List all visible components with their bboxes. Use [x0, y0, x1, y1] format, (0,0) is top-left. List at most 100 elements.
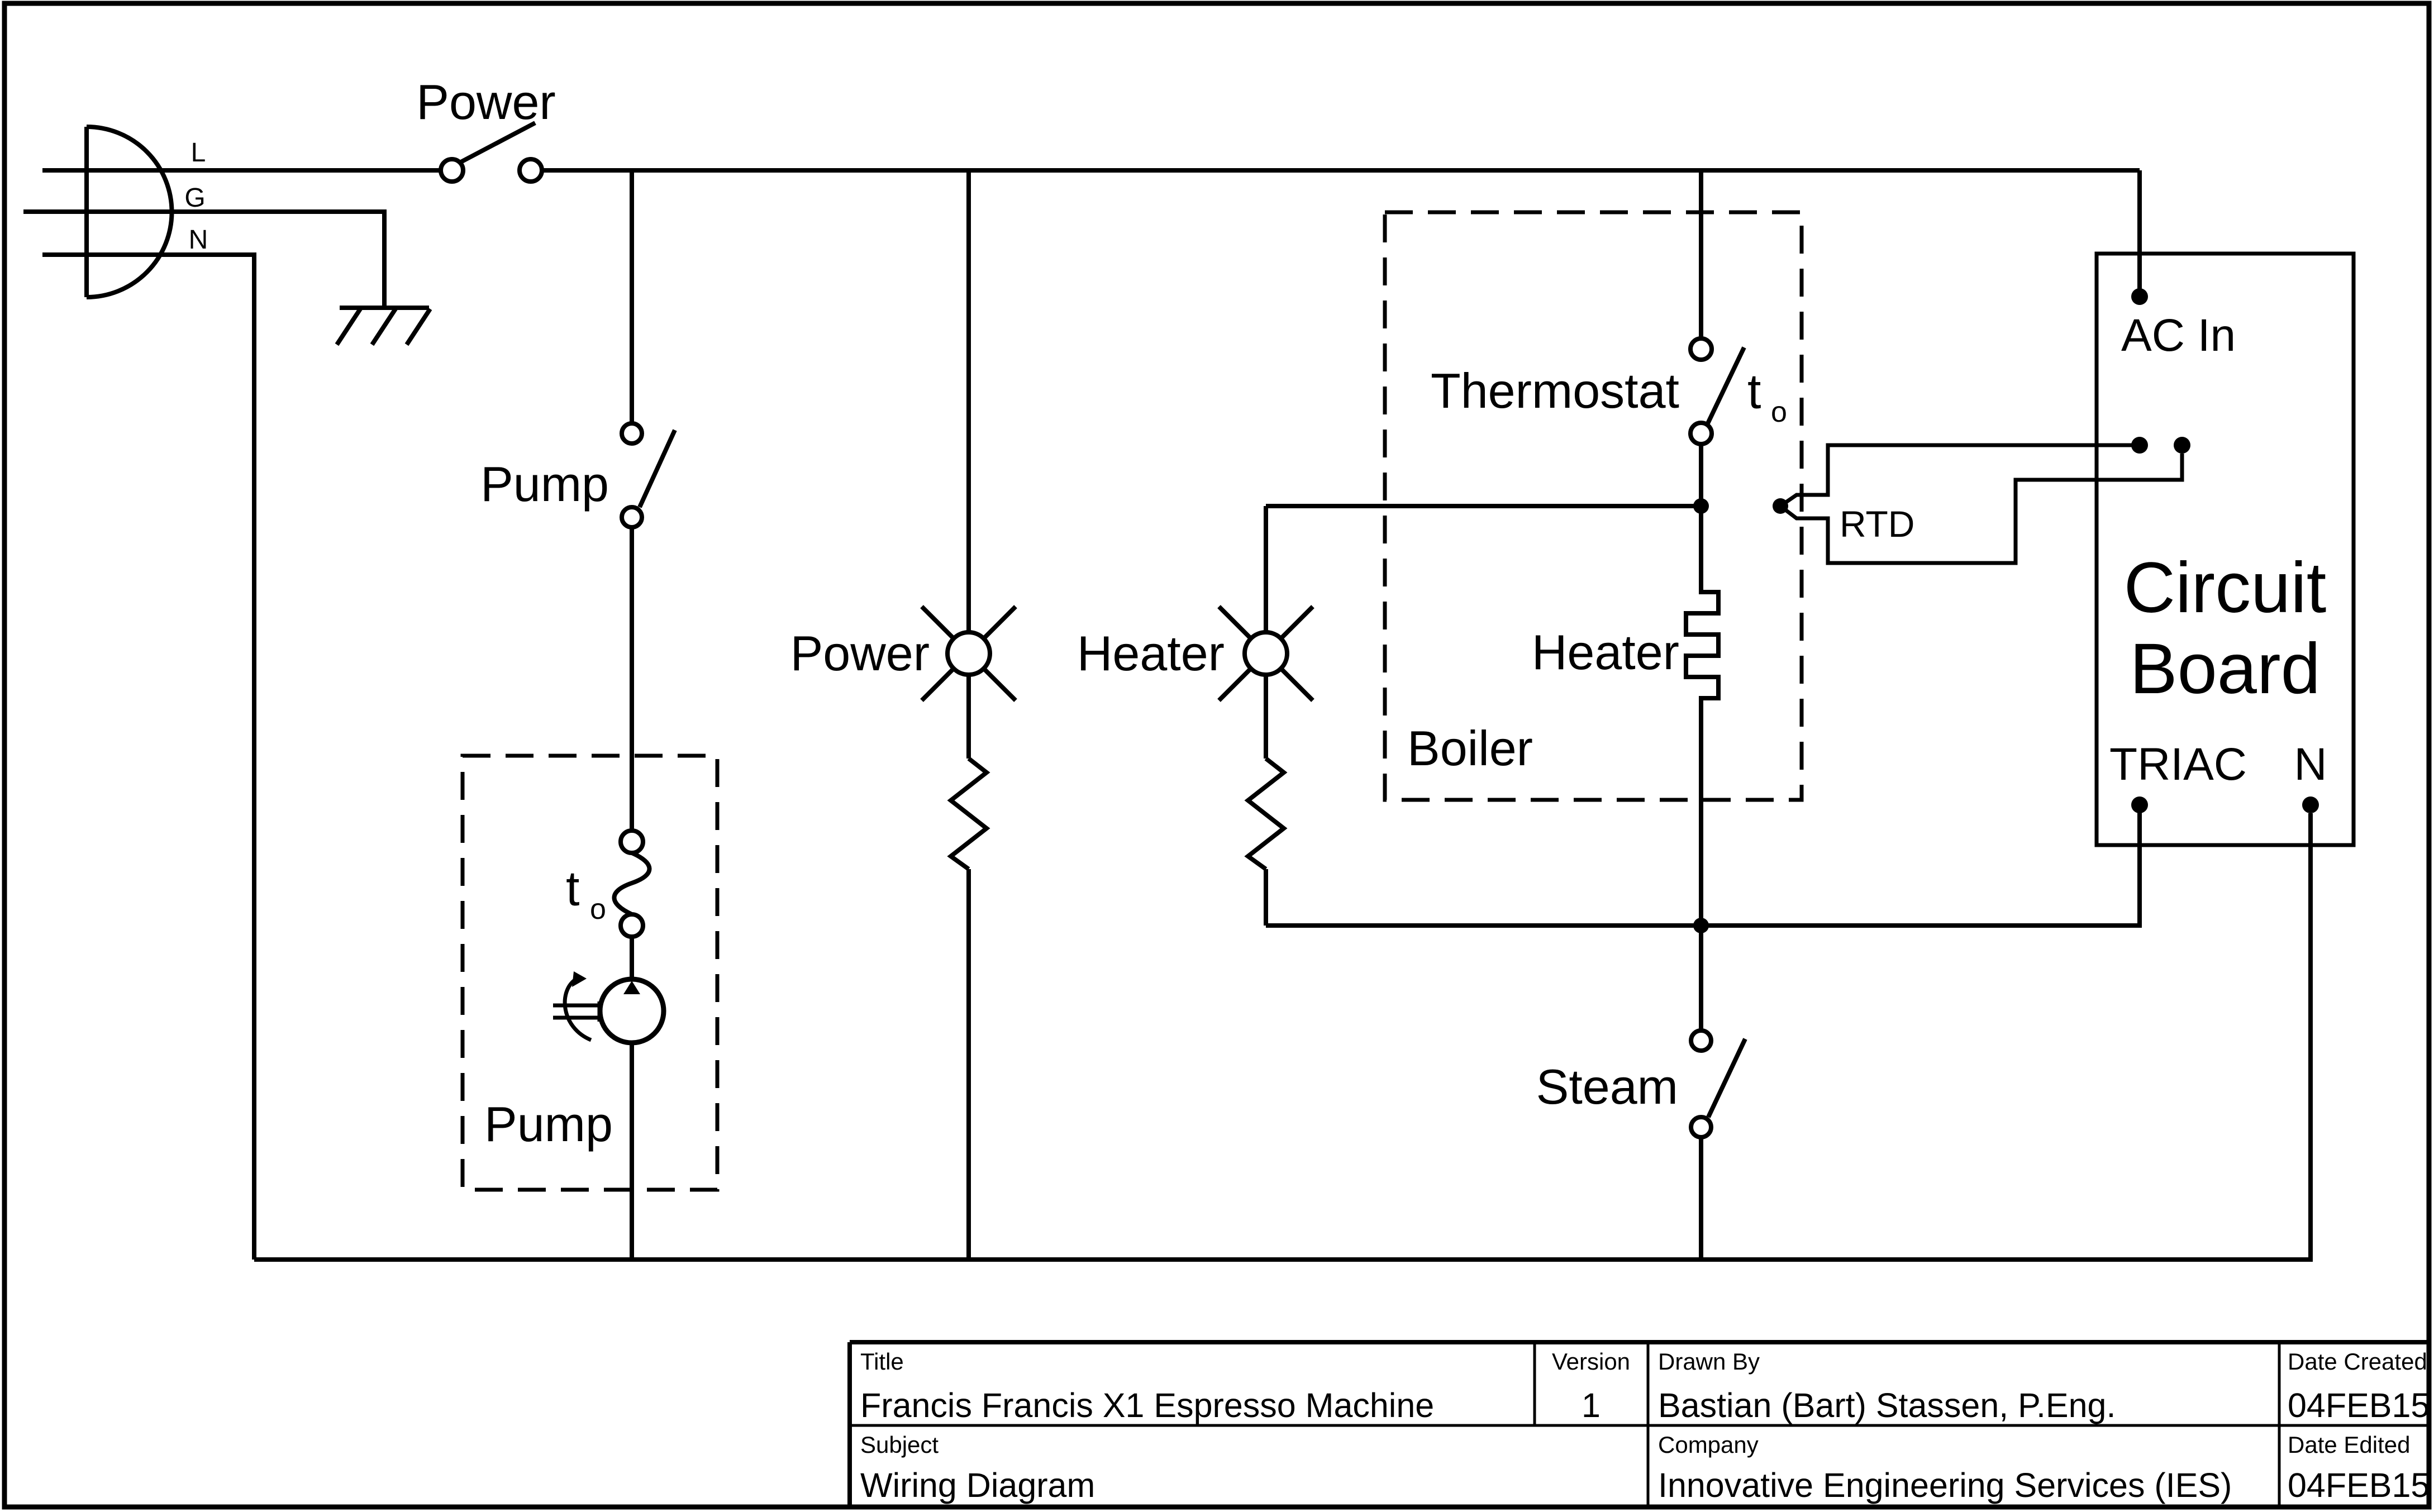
triac-label: TRIAC — [2109, 739, 2247, 790]
ground-symbol — [335, 306, 432, 346]
power-switch: Power — [416, 74, 556, 184]
pump-motor-arrow-icon — [623, 981, 640, 994]
drawn-by-value: Bastian (Bart) Stassen, P.Eng. — [1658, 1386, 2116, 1424]
title-value: Francis Francis X1 Espresso Machine — [860, 1386, 1434, 1424]
circuit-board-label-line1: Circuit — [2124, 548, 2327, 628]
rtd-sensor: RTD — [1773, 443, 2184, 565]
thermostat-sub-label: o — [1771, 396, 1787, 428]
wire-neutral-bus — [254, 813, 2313, 1262]
thermostat-switch: Thermostat t o — [1431, 336, 1787, 446]
circuit-board-outline — [2094, 251, 2356, 847]
heater-lamp-circle — [1242, 630, 1289, 677]
rtd-lead-upper — [1779, 443, 2133, 508]
ground-hatches — [335, 307, 432, 346]
thermostat-label: Thermostat — [1431, 363, 1679, 418]
steam-switch-label: Steam — [1536, 1059, 1678, 1114]
ac-plug-symbol: L G N — [23, 125, 441, 1260]
date-edited-cell: Date Edited 04FEB15 — [2288, 1432, 2430, 1504]
pump-switch-label: Pump — [480, 456, 609, 512]
heater-lamp: Heater — [1077, 605, 1314, 702]
steam-switch-contact-bottom — [1689, 1115, 1713, 1139]
board-neutral-label: N — [2294, 739, 2327, 790]
steam-branch: Steam — [1536, 918, 1747, 1260]
subject-label: Subject — [860, 1432, 939, 1458]
title-cell: Title Francis Francis X1 Espresso Machin… — [860, 1348, 1434, 1424]
terminal-dot-ac-in — [2131, 288, 2148, 305]
power-lamp: Power — [790, 605, 1017, 702]
pump-fuse-t-label: t — [566, 861, 579, 916]
rtd-lead-lower — [1779, 454, 2184, 565]
terminal-dot-rtd-2 — [2174, 437, 2190, 454]
thermostat-contact-bottom — [1688, 421, 1714, 446]
thermostat-blade — [1706, 346, 1746, 424]
version-label: Version — [1552, 1348, 1630, 1375]
date-edited-label: Date Edited — [2288, 1432, 2410, 1458]
wire-neutral-prong — [42, 252, 256, 1260]
power-lamp-rays-icon — [920, 605, 1017, 702]
power-lamp-circle — [945, 630, 992, 677]
plug-pin-n-label: N — [189, 225, 208, 255]
pump-motor-rotation-arrowhead-icon — [572, 971, 587, 987]
rtd-label: RTD — [1840, 503, 1914, 545]
thermal-fuse-curve — [612, 851, 652, 917]
terminal-dot-triac — [2131, 796, 2148, 813]
thermal-fuse-contact-bottom — [618, 912, 645, 939]
boiler-heater-element: Heater — [1532, 506, 1721, 926]
terminal-dot-rtd-1 — [2131, 437, 2148, 454]
date-created-label: Date Created — [2288, 1348, 2427, 1375]
wire-ground-prong — [23, 209, 387, 308]
pump-motor — [553, 971, 666, 1046]
thermostat-contact-top — [1688, 336, 1714, 362]
pump-switch-blade — [637, 429, 677, 508]
version-value: 1 — [1582, 1386, 1601, 1424]
pump-box-label: Pump — [484, 1096, 613, 1152]
title-block-outline — [847, 1340, 2427, 1505]
circuit-board-label-line2: Board — [2130, 629, 2321, 709]
pump-motor-shaft-connector — [553, 1001, 602, 1022]
power-switch-contact-left — [439, 157, 465, 184]
power-lamp-label: Power — [790, 626, 930, 681]
boiler-heater-label: Heater — [1532, 624, 1679, 680]
circuit-board: AC In Circuit Board TRIAC N — [2094, 170, 2356, 847]
heater-lamp-branch: Heater — [1077, 506, 1314, 926]
title-block: Title Francis Francis X1 Espresso Machin… — [847, 1340, 2430, 1505]
drawn-by-label: Drawn By — [1658, 1348, 1760, 1375]
title-label: Title — [860, 1348, 904, 1375]
power-switch-label: Power — [416, 74, 555, 130]
pump-motor-rotation-arc — [563, 977, 592, 1042]
company-label: Company — [1658, 1432, 1759, 1458]
version-cell: Version 1 — [1552, 1348, 1630, 1424]
date-created-value: 04FEB15 — [2288, 1386, 2430, 1424]
steam-switch-contact-top — [1689, 1028, 1713, 1053]
boiler-assembly: Boiler Thermostat t o Heater — [1383, 170, 1804, 926]
pump-fuse-sub-label: o — [590, 893, 606, 926]
thermostat-t-label: t — [1747, 364, 1761, 419]
plug-pin-l-label: L — [191, 138, 206, 168]
wire-heater-return-to-triac — [1266, 813, 2142, 928]
pump-switch-contact-top — [620, 421, 644, 446]
subject-value: Wiring Diagram — [860, 1466, 1095, 1504]
date-edited-value: 04FEB15 — [2288, 1466, 2430, 1504]
drawn-by-cell: Drawn By Bastian (Bart) Stassen, P.Eng. — [1658, 1348, 2116, 1424]
heater-lamp-label: Heater — [1077, 626, 1225, 681]
plug-pin-g-label: G — [184, 183, 205, 213]
pump-assembly: t o Pump — [460, 753, 720, 1192]
power-switch-blade — [460, 121, 536, 164]
power-switch-contact-right — [517, 157, 544, 184]
heater-lamp-rays-icon — [1217, 605, 1314, 702]
thermal-fuse-contact-top — [618, 828, 645, 855]
date-created-cell: Date Created 04FEB15 — [2288, 1348, 2430, 1424]
company-value: Innovative Engineering Services (IES) — [1658, 1466, 2232, 1504]
power-lamp-branch: Power — [790, 170, 1017, 1260]
steam-switch-blade — [1706, 1038, 1747, 1118]
terminal-dot-neutral — [2302, 796, 2319, 813]
power-lamp-resistor — [947, 756, 990, 871]
heater-element-meander — [1684, 506, 1721, 926]
pump-branch: Pump t o Pump — [460, 170, 720, 1260]
ac-in-label: AC In — [2121, 310, 2236, 361]
boiler-label: Boiler — [1407, 721, 1533, 776]
boiler-enclosure-box — [1383, 210, 1804, 802]
subject-cell: Subject Wiring Diagram — [860, 1432, 1095, 1504]
